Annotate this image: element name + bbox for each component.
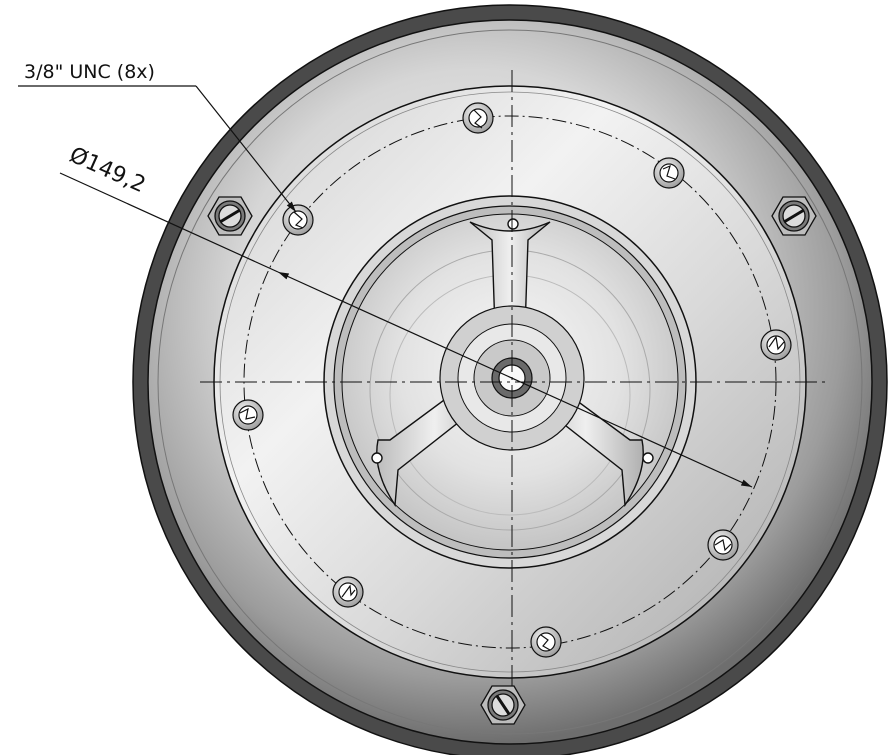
threaded-hole <box>282 204 314 236</box>
diameter-dimension-line <box>277 271 753 488</box>
threaded-hole <box>707 529 739 561</box>
set-screw <box>480 685 526 725</box>
threaded-hole <box>653 157 685 189</box>
set-screw <box>207 196 253 236</box>
diameter-leader <box>59 172 279 273</box>
set-screw <box>771 196 817 236</box>
threaded-hole <box>332 576 364 608</box>
threaded-hole <box>462 102 494 134</box>
threaded-hole <box>232 399 264 431</box>
thread-callout-label: 3/8" UNC (8x) <box>24 61 155 83</box>
thread-callout-leader <box>195 85 297 213</box>
bolt-circle-diameter-label: Ø149,2 <box>66 143 150 199</box>
threaded-hole <box>760 329 792 361</box>
set-screws <box>207 196 817 725</box>
threaded-holes <box>232 102 792 658</box>
threaded-hole <box>530 626 562 658</box>
